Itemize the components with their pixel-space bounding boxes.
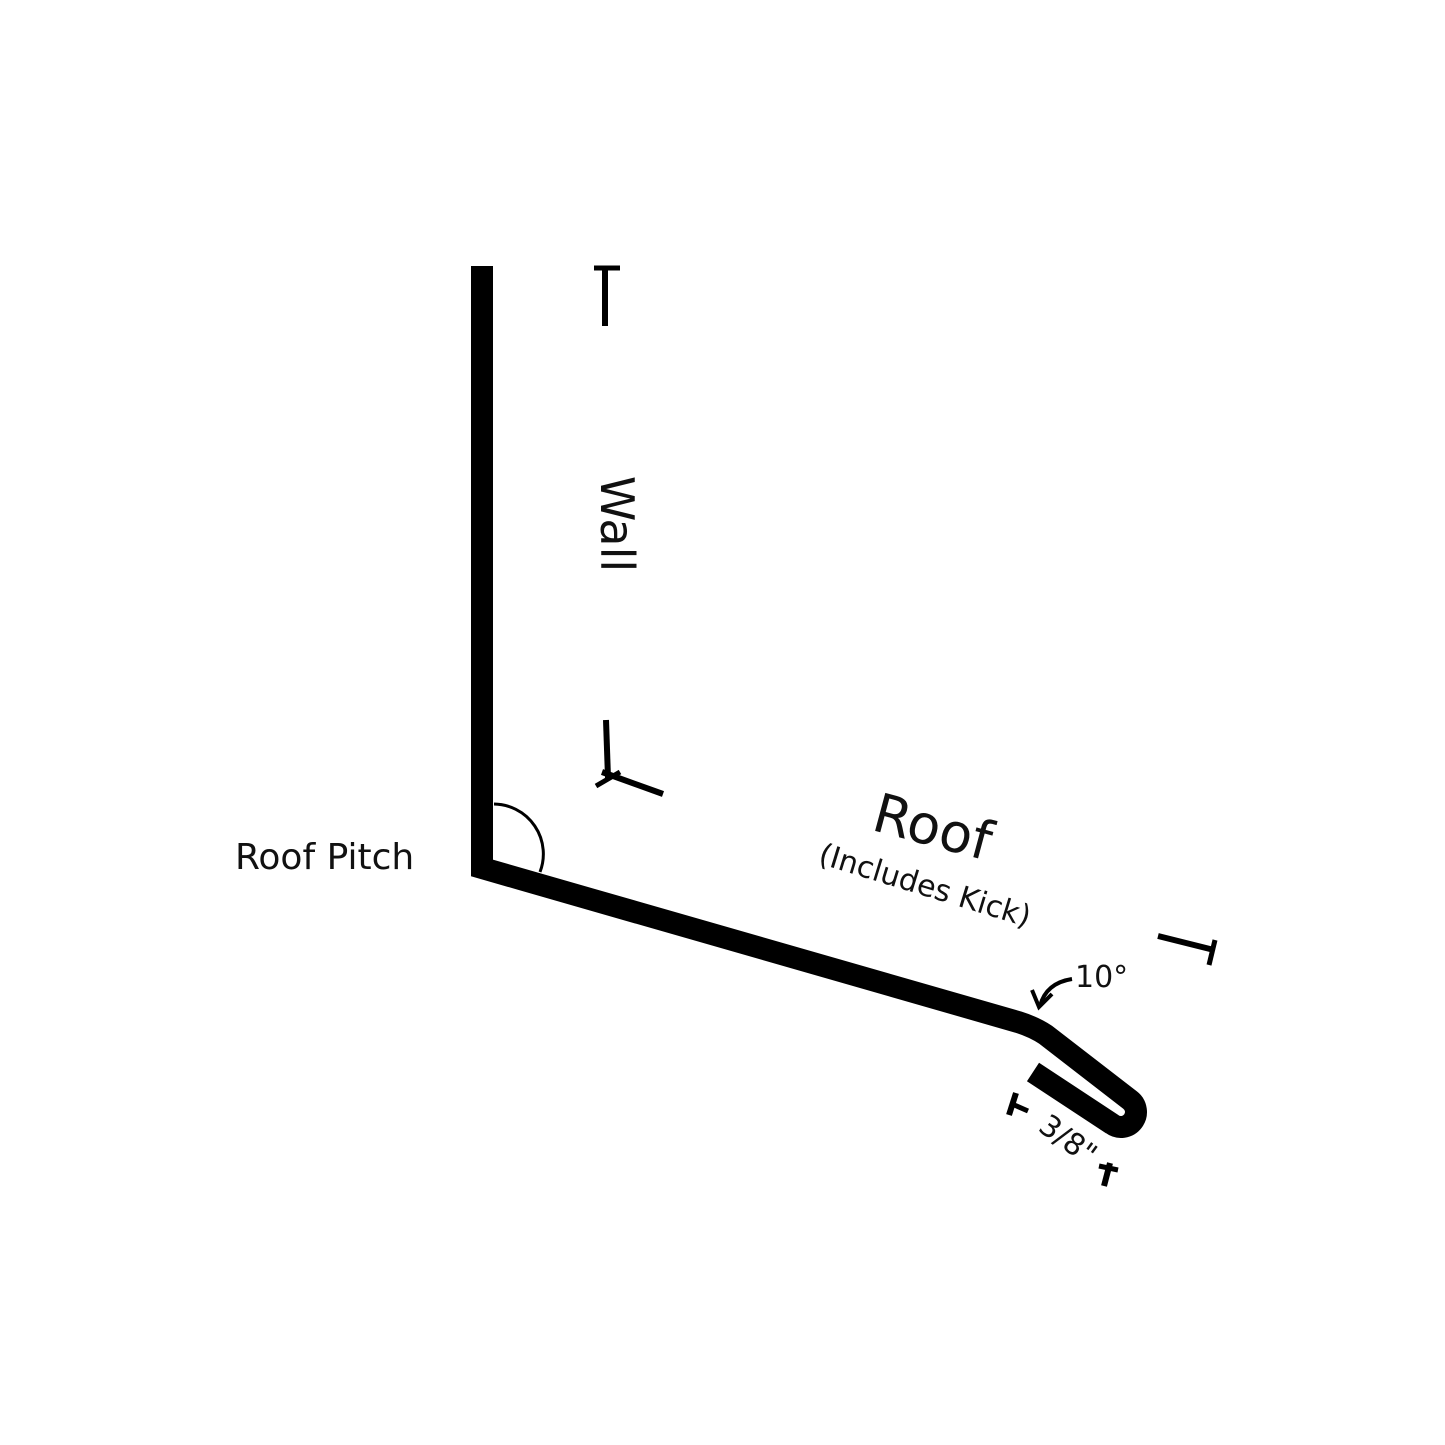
roof-dimension-start-marker bbox=[600, 769, 665, 797]
roof-pitch-label: Roof Pitch bbox=[235, 837, 414, 878]
flashing-profile bbox=[471, 266, 1147, 1138]
roof-dimension-end-marker bbox=[1157, 933, 1218, 966]
hem-dimension-right-marker bbox=[1098, 1162, 1119, 1187]
hem-dimension-left-marker bbox=[1006, 1092, 1030, 1116]
wall-label: Wall bbox=[590, 476, 644, 572]
roof-pitch-arc bbox=[493, 802, 545, 873]
kick-angle-label: 10° bbox=[1075, 960, 1128, 995]
kick-angle-arrowhead bbox=[1030, 989, 1054, 1011]
wall-dimension-top-marker bbox=[594, 265, 620, 326]
